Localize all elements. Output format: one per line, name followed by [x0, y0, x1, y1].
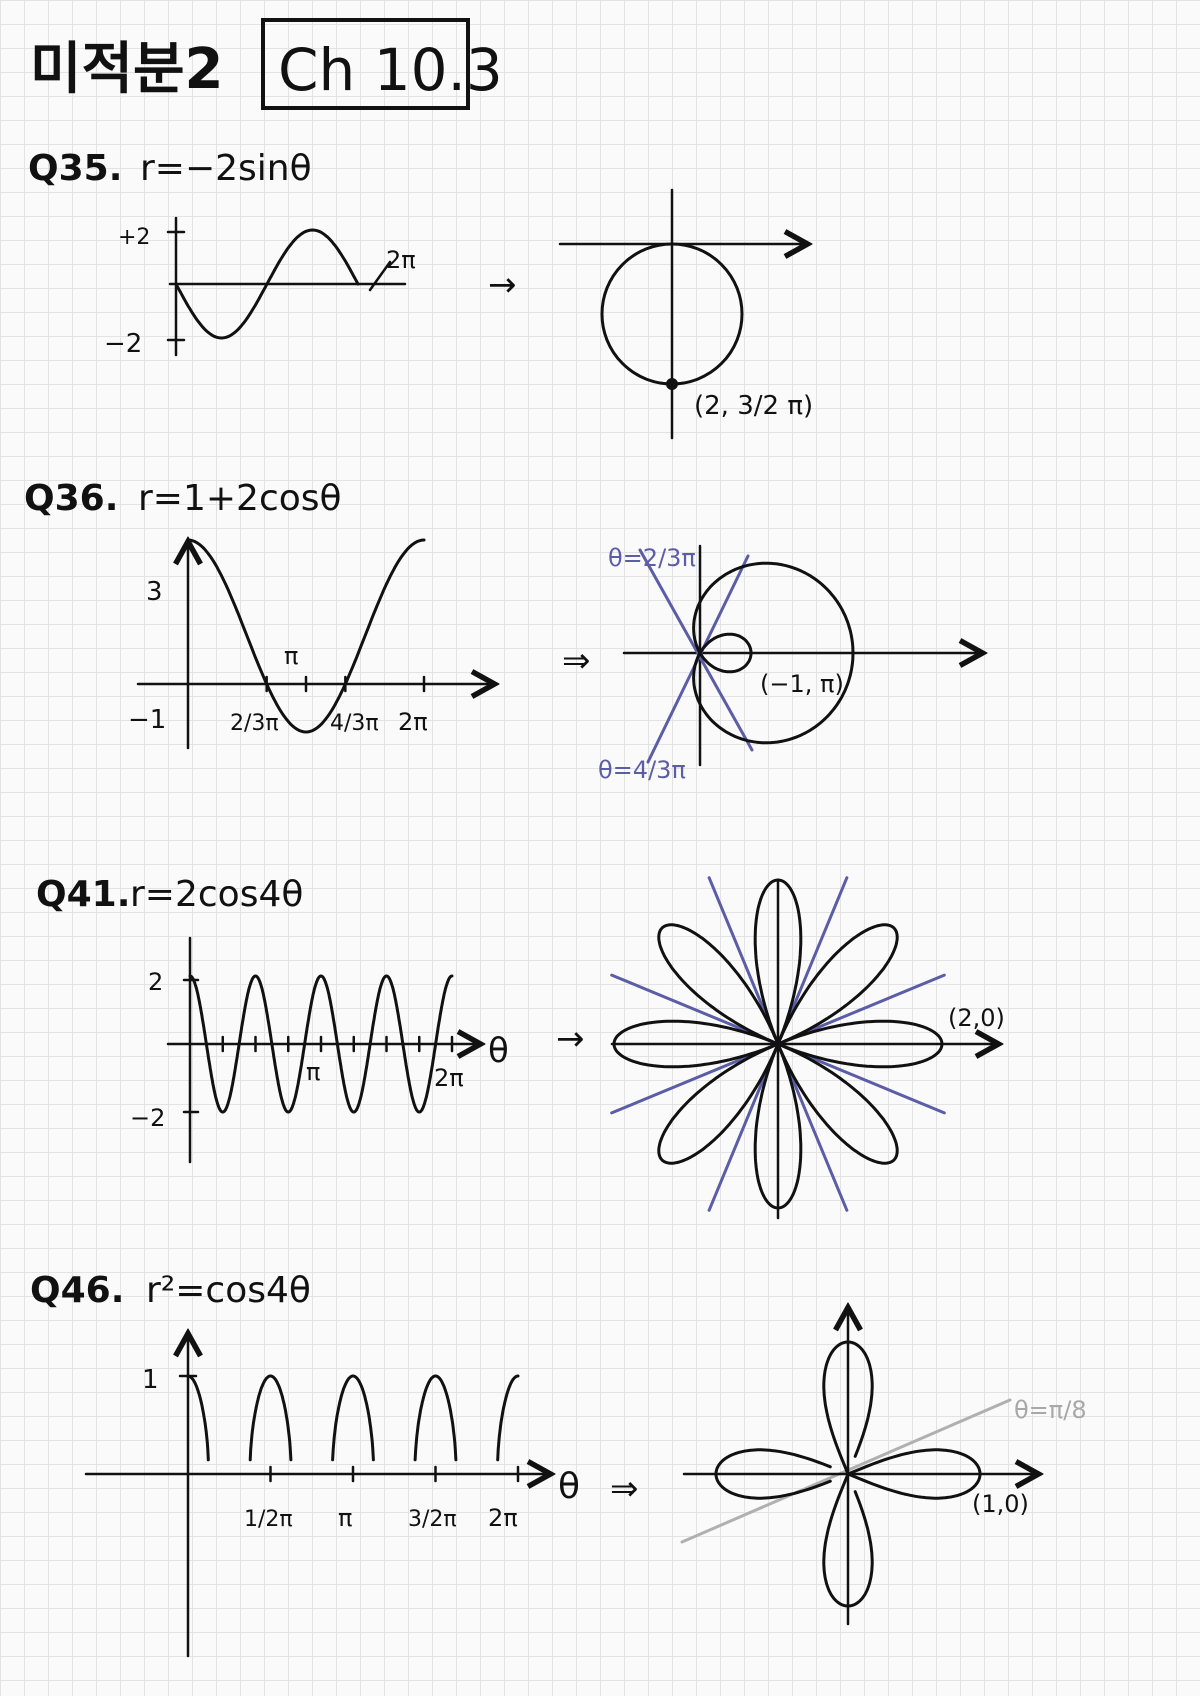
- q46-xlabel-2pi: 2π: [488, 1504, 518, 1532]
- q46-number: Q46.: [30, 1270, 124, 1311]
- q35-sine-curve: [174, 228, 360, 340]
- q41-arrow: →: [556, 1019, 585, 1059]
- course-title: 미적분2: [30, 37, 224, 102]
- q35-cartesian-graph: [166, 216, 407, 357]
- q41-point-label: (2,0): [948, 1004, 1005, 1032]
- q46-line-label: θ=π/8: [1014, 1396, 1087, 1424]
- q41-cartesian-graph: [166, 936, 478, 1164]
- q41-axis-label: θ: [488, 1031, 509, 1071]
- q41-polar-graph: [610, 876, 996, 1220]
- q36-line-label-top: θ=2/3π: [608, 544, 696, 572]
- q35-arrow: →: [488, 265, 517, 305]
- q36-xlabel-pi: π: [284, 642, 298, 670]
- q36-line-bottom-right: [638, 548, 754, 752]
- q35-equation: r=−2sinθ: [140, 148, 312, 189]
- q46-xlabel-pi: π: [338, 1504, 352, 1532]
- q36-number: Q36.: [24, 478, 118, 519]
- q46-four-petal-curve: [714, 1340, 982, 1608]
- q35-polar-graph: [558, 188, 805, 440]
- q36-polar-graph: [622, 544, 980, 767]
- q46-point-label: (1,0): [972, 1490, 1029, 1518]
- q46-arrow: ⇒: [610, 1469, 639, 1509]
- chapter-box: [261, 18, 470, 110]
- q36-limacon: [692, 561, 855, 745]
- q41-ymin-label: −2: [130, 1104, 165, 1132]
- q46-cartesian-graph: [84, 1336, 548, 1658]
- q36-equation: r=1+2cosθ: [138, 478, 342, 519]
- q35-ymin-label: −2: [104, 329, 142, 359]
- chapter-title: Ch 10.3: [278, 36, 503, 104]
- q41-x-ticks: [221, 1035, 454, 1053]
- q41-number: Q41.: [36, 874, 130, 915]
- q36-ymin-label: −1: [128, 705, 166, 735]
- q36-xlabel-2pi3: 2/3π: [230, 711, 279, 736]
- q46-polar-graph: [680, 1310, 1036, 1626]
- q41-xlabel-2pi: 2π: [434, 1064, 464, 1092]
- q41-xlabel-pi: π: [306, 1058, 320, 1086]
- q46-ymax-label: 1: [142, 1365, 159, 1395]
- q46-equation: r²=cos4θ: [146, 1270, 311, 1311]
- q46-sqrt-cos-curve: [186, 1374, 520, 1462]
- q36-ymax-label: 3: [146, 577, 163, 607]
- q41-rose-curve: [612, 878, 944, 1210]
- q35-label-pointer: [368, 260, 392, 292]
- q35-ymax-label: +2: [118, 225, 150, 250]
- q35-number: Q35.: [28, 148, 122, 189]
- q46-axis-label: θ: [558, 1466, 580, 1507]
- q36-arrow: ⇒: [562, 641, 591, 681]
- q36-cartesian-graph: [136, 538, 492, 750]
- q36-line-label-bottom: θ=4/3π: [598, 756, 686, 784]
- q46-xlabel-3pi2: 3/2π: [408, 1507, 457, 1532]
- q35-point-label: (2, 3/2 π): [694, 391, 813, 421]
- q41-equation: r=2cos4θ: [130, 874, 303, 915]
- q36-cosine-curve: [186, 538, 426, 734]
- q41-cosine-curve: [188, 974, 454, 1114]
- q46-x-ticks: [269, 1465, 520, 1483]
- q36-point-label: (−1, π): [760, 670, 844, 698]
- q46-xlabel-pi2: 1/2π: [244, 1507, 293, 1532]
- q36-xlabel-4pi3: 4/3π: [330, 711, 379, 736]
- q35-point: [666, 378, 678, 390]
- q36-xlabel-2pi: 2π: [398, 708, 428, 736]
- q35-xend-label: 2π: [386, 246, 416, 274]
- q41-ymax-label: 2: [148, 968, 163, 996]
